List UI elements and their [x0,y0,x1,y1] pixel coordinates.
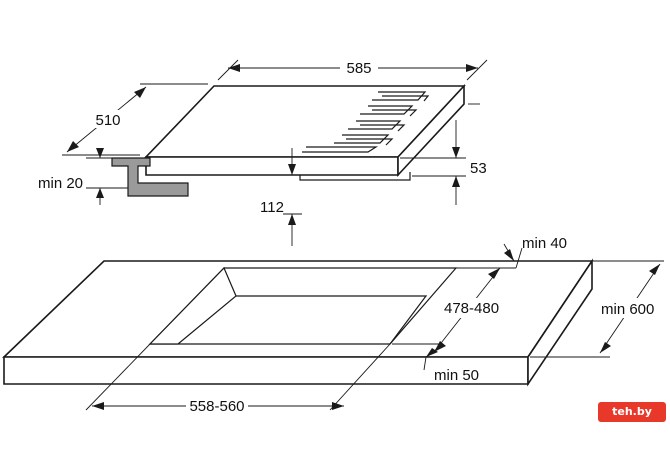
label-585: 585 [346,60,371,77]
mounting-bracket [111,157,189,197]
label-478-480: 478-480 [444,300,499,317]
label-min20: min 20 [38,175,83,192]
label-min40: min 40 [522,235,567,252]
dim-112: 112 [260,148,302,246]
label-558-560: 558-560 [189,398,244,415]
dim-585: 585 [217,58,488,81]
dim-min20: min 20 [38,148,128,205]
label-min50: min 50 [434,367,479,384]
hob-drawing [111,83,466,197]
label-min600: min 600 [601,301,654,318]
dim-min50: min 50 [392,343,479,384]
hob-side-edge [397,83,465,178]
worktop-side-edge [527,258,593,387]
label-53: 53 [470,160,487,177]
cutout-inner-edge [236,295,428,345]
dim-558-560: 558-560 [85,343,391,415]
watermark-logo: teh.by [598,402,666,422]
worktop-drawing [2,258,594,387]
dim-min600: min 600 [530,260,664,358]
worktop-top-surface [2,260,594,358]
label-510: 510 [95,112,120,129]
label-112: 112 [260,199,284,216]
hob-front-edge [145,156,399,176]
dim-478-480: 478-480 [433,267,501,353]
hob-body [299,172,411,181]
dim-53: 53 [400,103,487,205]
cutout-inner-wall [148,266,237,345]
dim-min40: min 40 [456,235,604,269]
hob-knobs [302,91,430,153]
